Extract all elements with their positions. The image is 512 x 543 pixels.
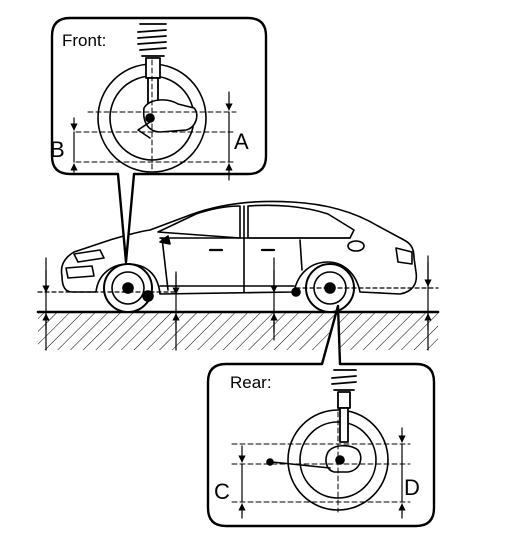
front-window (157, 205, 241, 239)
front-callout-title: Front: (62, 31, 106, 50)
main-dimension-lines (37, 255, 439, 351)
fuel-cap (347, 240, 365, 252)
rear-measure-point (291, 287, 301, 297)
front-measure-point (142, 290, 154, 302)
front-knuckle (137, 99, 198, 139)
rear-spring-icon (331, 369, 357, 443)
rear-window (247, 204, 355, 239)
rear-label-c: C (214, 479, 230, 504)
front-door-edge (161, 237, 169, 291)
rear-callout: Rear: C (206, 304, 436, 528)
rear-reference-lines (231, 403, 411, 513)
ground (36, 310, 440, 350)
front-label-a: A (234, 129, 249, 154)
rear-label-d: D (404, 475, 420, 500)
front-callout: Front: A (50, 16, 268, 264)
grille (65, 265, 95, 279)
car-body (60, 200, 418, 295)
rear-callout-title: Rear: (230, 373, 272, 392)
front-wheel (103, 263, 153, 313)
side-mirror (159, 235, 171, 245)
front-reference-lines (75, 59, 237, 171)
rear-knuckle (266, 444, 362, 473)
rear-door-edge (299, 239, 303, 271)
ground-hatching (38, 312, 438, 350)
front-label-b: B (50, 137, 65, 162)
tail-light (395, 247, 413, 265)
headlight (73, 249, 105, 263)
